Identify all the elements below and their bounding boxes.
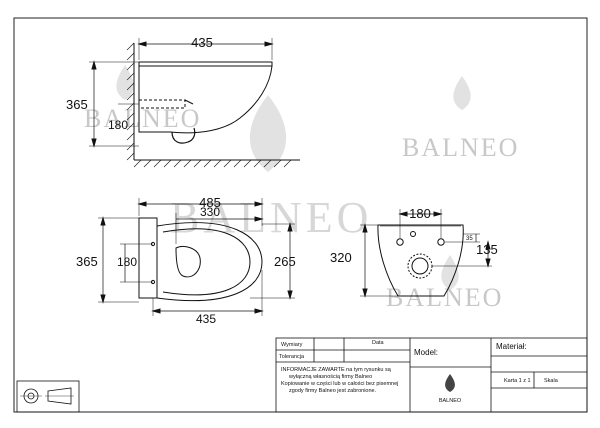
top-height-dimension: 365 (76, 254, 98, 269)
watermark-text-large: BALNEO (170, 193, 372, 242)
rear-bolt-spacing-dimension: 180 (409, 206, 431, 221)
notice-line-1: INFORMACJE ZAWARTE na tym rysunku są (281, 367, 392, 373)
side-height-dimension: 365 (66, 97, 88, 112)
watermark-text: BALNEO (386, 283, 503, 312)
scale-label: Skala (544, 378, 559, 384)
notice-line-4: zgody firmy Balneo jest zabronione. (289, 388, 377, 394)
title-block (275, 337, 588, 413)
watermark-text: BALNEO (84, 104, 201, 133)
watermark-drop-icon (116, 65, 471, 290)
projection-symbol-icon (16, 380, 80, 413)
top-outer-length-dimension: 485 (199, 195, 221, 210)
top-overall-length-dimension: 435 (196, 312, 216, 326)
side-drain-dimension: 180 (108, 118, 128, 132)
notice-line-2: wyłączną własnością firmy Balneo (288, 374, 372, 380)
top-view (98, 198, 295, 316)
wymiary-label: Wymiary (281, 342, 303, 348)
top-drain-dimension: 180 (117, 255, 137, 269)
top-width-dimension: 265 (274, 254, 296, 269)
rear-hole-offset-dimension: 35 (466, 236, 473, 242)
sheet-label: Karta 1 z 1 (504, 378, 531, 384)
rear-view (360, 209, 492, 298)
notice-line-3: Kopiowanie w części lub w całości bez pi… (281, 381, 398, 387)
data-label: Data (372, 340, 385, 346)
rear-height-dimension: 320 (330, 250, 352, 265)
logo-text: BALNEO (439, 398, 462, 404)
balneo-logo-icon (445, 374, 455, 392)
side-view (89, 38, 300, 168)
rear-bolt-height-dimension: 135 (476, 242, 498, 257)
top-seat-length-dimension: 330 (200, 205, 220, 219)
side-length-dimension: 435 (191, 35, 213, 50)
material-label: Materiał: (496, 342, 527, 351)
model-label: Model: (414, 348, 438, 357)
tolerancja-label: Tolerancja (279, 354, 305, 360)
watermark-text: BALNEO (402, 133, 519, 162)
